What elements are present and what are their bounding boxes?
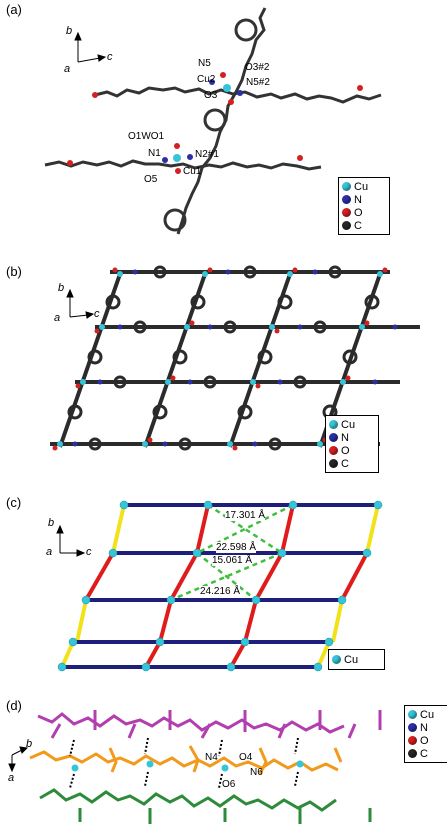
panel-d-purple-chain: [37, 710, 382, 739]
panel-b-n-atoms: [72, 269, 398, 447]
legend-row-c: C: [326, 457, 378, 470]
panel-b-cu-nodes: [57, 271, 383, 447]
n-swatch-icon: [342, 195, 351, 204]
panel-b-label: (b): [6, 264, 22, 279]
legend-row-o: O: [326, 444, 378, 457]
panel-a: (a) b a c N5: [0, 0, 447, 250]
cu-swatch-icon: [342, 182, 351, 191]
panel-a-atom-label: O3#2: [245, 62, 270, 73]
panel-d: (d) b a N4 O4 N6 O6: [0, 698, 447, 831]
legend-row-cu: Cu: [326, 418, 378, 431]
panel-c: (c): [0, 493, 447, 685]
panel-c-red-bonds: [84, 504, 369, 668]
panel-d-axis-b: b: [26, 738, 33, 750]
panel-d-atom-label: O6: [222, 779, 236, 790]
o-swatch-icon: [408, 736, 417, 745]
panel-a-atom-label: N2#1: [195, 149, 219, 160]
panel-b-axis-a: a: [54, 312, 61, 324]
legend-row-c: C: [339, 219, 389, 232]
panel-c-yellow-bonds: [60, 504, 380, 668]
o-swatch-icon: [329, 446, 338, 455]
panel-b-legend: Cu N O C: [325, 415, 379, 473]
panel-b: (b): [0, 262, 447, 480]
c-swatch-icon: [342, 221, 351, 230]
panel-c-axis-c: c: [86, 546, 92, 558]
panel-b-rings: [67, 265, 380, 451]
distance-label: 17.301 Å: [225, 510, 266, 521]
panel-a-axis-c: c: [107, 51, 113, 63]
o-swatch-icon: [342, 208, 351, 217]
c-swatch-icon: [408, 749, 417, 758]
panel-a-label: (a): [6, 2, 22, 17]
panel-a-atom-label: O1WO1: [128, 131, 165, 142]
distance-label: 22.598 Å: [216, 542, 257, 553]
n-swatch-icon: [329, 433, 338, 442]
panel-d-axes: [8, 746, 29, 773]
panel-b-framework: [50, 265, 420, 451]
panel-a-atom-label: O3: [204, 90, 218, 101]
panel-d-atom-label: O4: [239, 752, 253, 763]
panel-a-atom-label: N1: [148, 148, 161, 159]
panel-a-upper-chain: [94, 86, 382, 104]
panel-c-axis-b: b: [48, 517, 55, 529]
panel-b-o-atoms: [52, 267, 388, 451]
cu-swatch-icon: [332, 655, 341, 664]
panel-d-atom-label: N6: [250, 767, 263, 778]
legend-row-n: N: [339, 193, 389, 206]
legend-row-o: O: [405, 734, 447, 747]
cu-swatch-icon: [329, 420, 338, 429]
panel-b-axis-b: b: [58, 282, 65, 294]
panel-d-green-chain: [39, 788, 372, 824]
panel-d-axis-a: a: [8, 772, 15, 784]
panel-b-axis-c: c: [94, 308, 100, 320]
legend-row-o: O: [339, 206, 389, 219]
panel-d-orange-chain: [29, 745, 343, 775]
panel-a-atom-label: N5: [198, 58, 211, 69]
panel-a-atom-label: N5#2: [246, 77, 270, 88]
legend-row-cu: Cu: [405, 708, 447, 721]
panel-a-lower-chain: [44, 159, 322, 171]
c-swatch-icon: [329, 459, 338, 468]
distance-label: 24.216 Å: [200, 586, 241, 597]
panel-d-label: (d): [6, 698, 22, 713]
panel-c-green-distances: [170, 503, 294, 602]
legend-row-cu: Cu: [329, 653, 384, 666]
panel-a-structure: [44, 7, 382, 235]
panel-d-legend: Cu N O C: [404, 705, 447, 763]
panel-c-axis-a: a: [46, 546, 53, 558]
legend-row-c: C: [405, 747, 447, 760]
panel-c-legend: Cu: [328, 649, 385, 670]
panel-a-atom-label: Cu1: [183, 166, 202, 177]
panel-a-atom-label: Cu2: [197, 74, 216, 85]
panel-a-vertical-chain: [163, 7, 267, 235]
panel-a-axis-b: b: [66, 25, 73, 37]
panel-b-axes: [66, 288, 95, 319]
panel-c-axes: [56, 524, 86, 557]
distance-label: 15.061 Å: [212, 555, 253, 566]
legend-row-cu: Cu: [339, 180, 389, 193]
panel-d-stacking: [8, 710, 382, 824]
panel-a-atom-label: O5: [144, 174, 158, 185]
panel-a-axis-a: a: [64, 63, 71, 75]
panel-d-cu-nodes: [71, 760, 304, 772]
panel-a-atoms: [67, 72, 363, 174]
cu-swatch-icon: [408, 710, 417, 719]
panel-c-cu-nodes: [57, 500, 383, 672]
n-swatch-icon: [408, 723, 417, 732]
panel-c-navy-bonds: [62, 503, 378, 669]
panel-d-atom-label: N4: [205, 752, 218, 763]
panel-c-topology: [56, 500, 383, 672]
panel-c-label: (c): [6, 495, 22, 510]
legend-row-n: N: [326, 431, 378, 444]
legend-row-n: N: [405, 721, 447, 734]
panel-a-legend: Cu N O C: [338, 177, 390, 235]
panel-d-hbond-dashes: [69, 737, 299, 789]
panel-a-axes: [74, 31, 107, 63]
